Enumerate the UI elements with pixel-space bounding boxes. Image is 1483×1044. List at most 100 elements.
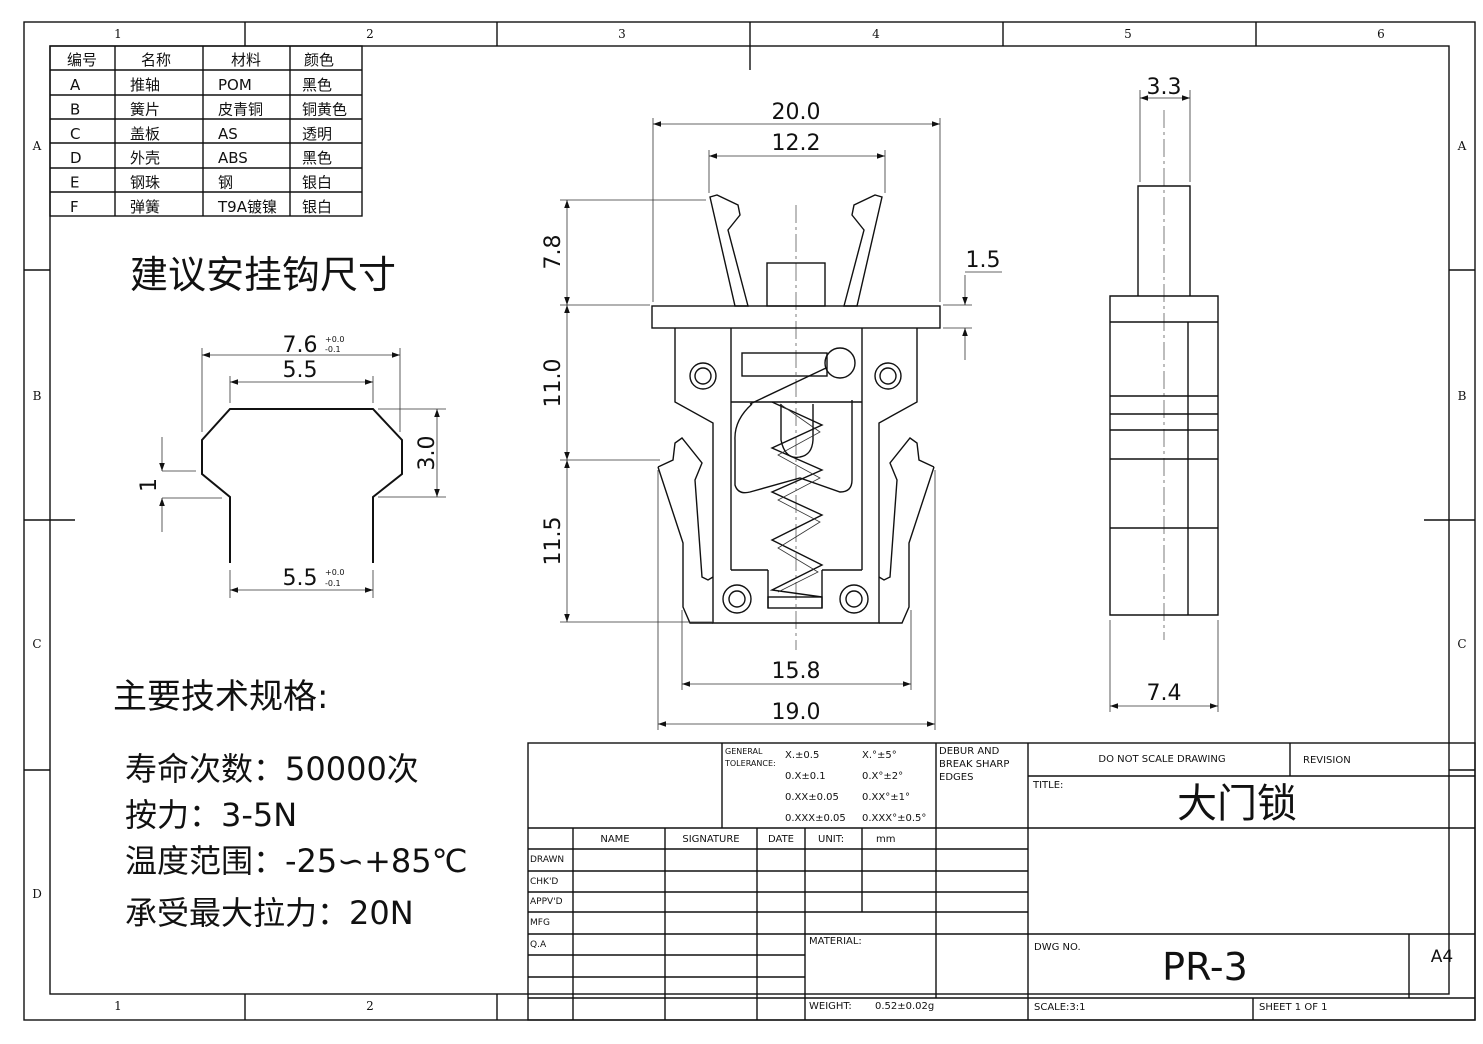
title-block xyxy=(527,742,1476,1021)
zone-labels: 1 2 3 4 5 6 1 2 A B C D A B C xyxy=(32,27,1467,1013)
dim-side-top: 3.3 xyxy=(1147,75,1182,100)
dim-stem-width: 5.5 xyxy=(283,566,318,591)
sheet-number: SHEET 1 OF 1 xyxy=(1259,1002,1328,1013)
row-label: C xyxy=(32,637,41,651)
role-label: Q.A xyxy=(530,940,547,950)
tolerance-value: 0.XXX±0.05 xyxy=(785,813,846,824)
table-cell: F xyxy=(70,198,79,216)
do-not-scale-note: DO NOT SCALE DRAWING xyxy=(1098,754,1225,765)
table-cell: 透明 xyxy=(302,125,332,143)
table-cell: AS xyxy=(218,125,238,143)
spec-item: 温度范围：-25∽+85℃ xyxy=(125,842,468,880)
table-header: 编号 xyxy=(67,51,97,69)
dim-height: 3.0 xyxy=(415,436,440,471)
drawing-title: 大门锁 xyxy=(1177,781,1297,827)
title-label: TITLE: xyxy=(1032,780,1063,791)
row-label: D xyxy=(32,887,42,901)
debur-note: DEBUR AND xyxy=(939,746,1000,757)
table-cell: 钢珠 xyxy=(130,174,160,192)
dim-bottom-inner: 15.8 xyxy=(772,659,821,684)
dim-flat-width: 5.5 xyxy=(283,358,318,383)
hook-profile xyxy=(159,348,446,598)
table-header: 名称 xyxy=(141,51,171,69)
tolerance-value: 0.XXX°±0.5° xyxy=(862,813,926,824)
dim-body-lower: 11.5 xyxy=(541,517,566,566)
dim-top-width: 7.6 xyxy=(283,333,318,358)
role-label: DRAWN xyxy=(530,855,564,865)
hook-dimensions: 7.6 +0.0 -0.1 5.5 3.0 1 5.5 +0.0 -0.1 xyxy=(137,333,440,591)
material-label: MATERIAL: xyxy=(809,936,862,947)
revision-label: REVISION xyxy=(1303,755,1351,766)
table-cell: 黑色 xyxy=(302,149,332,167)
row-label: A xyxy=(1457,139,1467,153)
specs-title: 主要技术规格: xyxy=(113,677,328,717)
table-cell: D xyxy=(70,149,82,167)
dim-finger-height: 7.8 xyxy=(541,235,566,270)
dim-overall-top: 20.0 xyxy=(772,100,821,125)
table-header: 材料 xyxy=(231,51,261,69)
col-label: 5 xyxy=(1124,27,1132,41)
debur-note: EDGES xyxy=(939,772,973,783)
dim-flange: 1.5 xyxy=(966,248,1001,273)
unit-value: mm xyxy=(876,834,895,845)
spec-item: 按力：3-5N xyxy=(125,796,297,834)
dim-side-bottom: 7.4 xyxy=(1147,681,1182,706)
column-header: NAME xyxy=(600,834,629,845)
tolerance-value: 0.X°±2° xyxy=(862,771,903,782)
col-label: 4 xyxy=(872,27,880,41)
dim-bottom-overall: 19.0 xyxy=(772,700,821,725)
col-label: 6 xyxy=(1377,27,1385,41)
row-label: C xyxy=(1457,637,1466,651)
table-cell: 弹簧 xyxy=(130,198,160,216)
column-header: SIGNATURE xyxy=(682,834,739,845)
table-cell: 皮青铜 xyxy=(218,100,263,118)
col-label: 1 xyxy=(114,999,122,1013)
table-cell: C xyxy=(70,125,80,143)
tol-minus: -0.1 xyxy=(325,579,341,588)
table-cell: B xyxy=(70,100,80,118)
scale: SCALE:3:1 xyxy=(1034,1002,1086,1013)
role-label: MFG xyxy=(530,918,550,928)
table-cell: 盖板 xyxy=(130,125,160,143)
sheet-size: A4 xyxy=(1431,947,1453,967)
table-cell: 钢 xyxy=(218,174,233,192)
side-view: 3.3 7.4 xyxy=(1109,75,1219,712)
table-cell: E xyxy=(70,174,79,192)
col-label: 1 xyxy=(114,27,122,41)
tol-minus: -0.1 xyxy=(325,345,341,354)
dim-body-upper: 11.0 xyxy=(541,359,566,408)
front-view xyxy=(560,118,1002,730)
table-cell: T9A镀镍 xyxy=(217,198,277,216)
specs-list: 寿命次数：50000次 按力：3-5N 温度范围：-25∽+85℃ 承受最大拉力… xyxy=(125,750,468,932)
spec-item: 寿命次数：50000次 xyxy=(125,750,419,788)
tolerance-label: TOLERANCE: xyxy=(724,759,776,768)
col-label: 2 xyxy=(366,27,374,41)
tol-plus: +0.0 xyxy=(325,568,344,577)
row-label: A xyxy=(32,139,42,153)
table-cell: 银白 xyxy=(302,198,332,216)
table-cell: 黑色 xyxy=(302,76,332,94)
table-header: 颜色 xyxy=(304,51,334,69)
front-view-dimensions: 20.0 12.2 7.8 11.0 11.5 1.5 15.8 19.0 xyxy=(541,100,1001,725)
dim-inner-top: 12.2 xyxy=(772,131,821,156)
table-cell: 银白 xyxy=(302,174,332,192)
role-label: APPV'D xyxy=(530,897,563,907)
unit-label: UNIT: xyxy=(818,834,844,845)
weight-value: 0.52±0.02g xyxy=(875,1001,934,1012)
debur-note: BREAK SHARP xyxy=(939,759,1009,770)
title-block-text: GENERAL TOLERANCE: X.±0.5 X.°±5° 0.X±0.1… xyxy=(530,746,1453,1013)
table-cell: ABS xyxy=(218,149,248,167)
spec-item: 承受最大拉力：20N xyxy=(125,894,414,932)
role-label: CHK'D xyxy=(530,877,558,887)
dwg-no-label: DWG NO. xyxy=(1034,942,1081,953)
hook-section-title: 建议安挂钩尺寸 xyxy=(130,253,396,297)
tolerance-value: X.°±5° xyxy=(862,750,897,761)
table-cell: 簧片 xyxy=(130,100,160,118)
col-label: 2 xyxy=(366,999,374,1013)
table-cell: A xyxy=(70,76,81,94)
tol-plus: +0.0 xyxy=(325,335,344,344)
row-label: B xyxy=(1458,389,1467,403)
table-cell: 推轴 xyxy=(130,76,160,94)
